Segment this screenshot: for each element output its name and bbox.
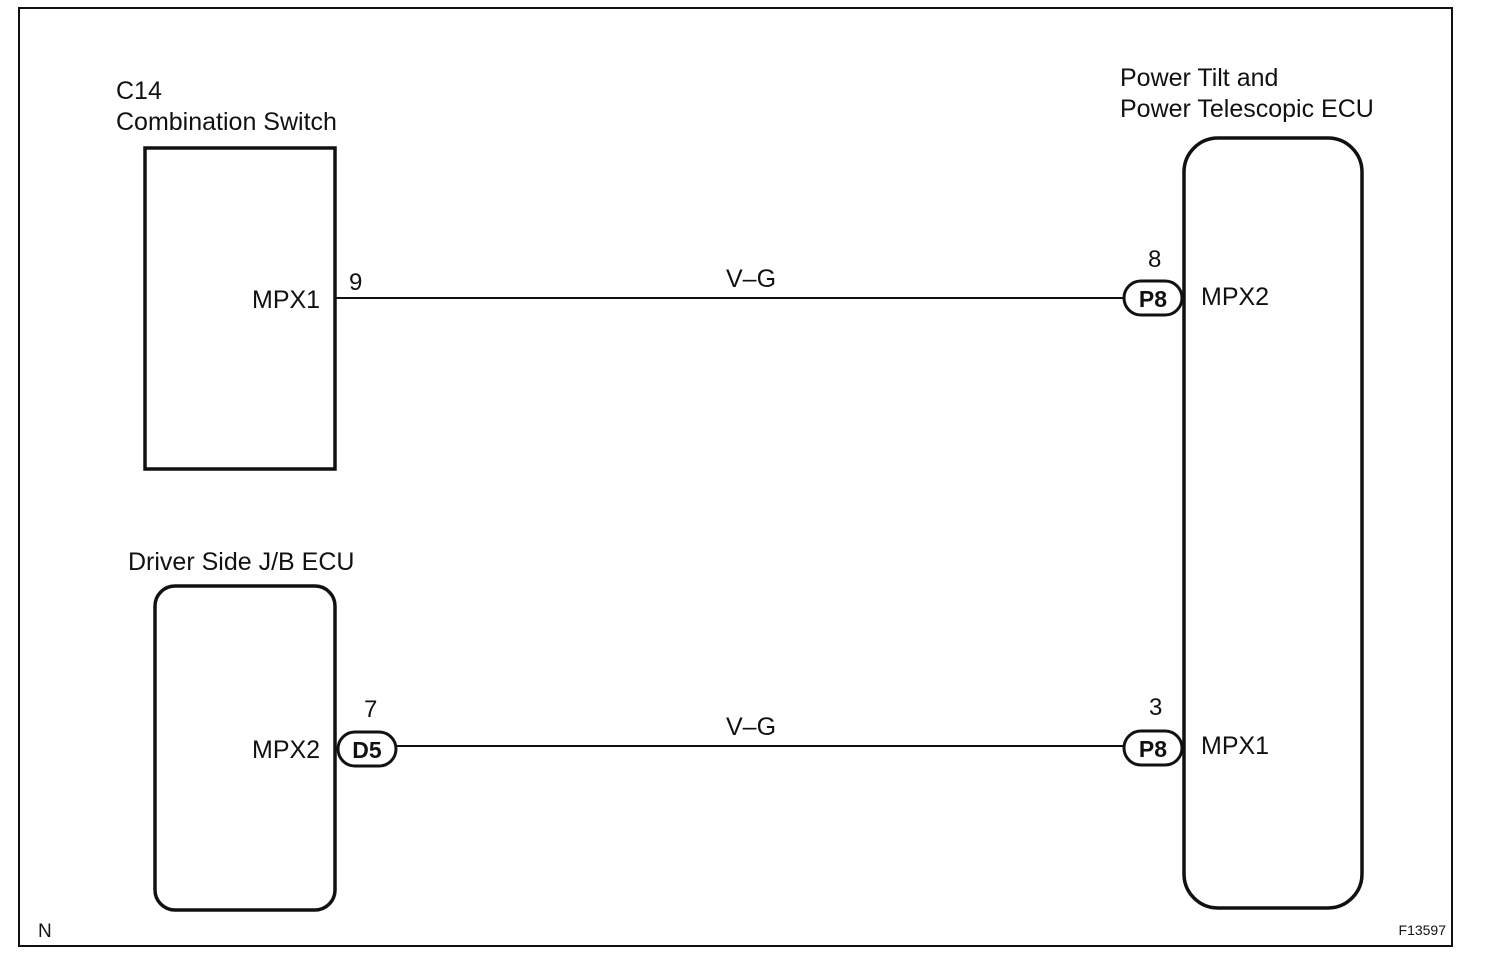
tilt-ecu-terminal-bottom: MPX1 [1201, 732, 1269, 760]
figure-code: F13597 [1399, 922, 1447, 938]
driver-jb-ecu-name: Driver Side J/B ECU [128, 548, 354, 576]
connector-p8-bottom [1122, 729, 1184, 767]
wire-top-color: V–G [726, 265, 776, 293]
diagram-frame [18, 7, 1453, 947]
tilt-ecu-pin-top: 8 [1148, 246, 1161, 273]
tilt-ecu-name-line1: Power Tilt and [1120, 64, 1278, 92]
driver-jb-ecu-pin: 7 [364, 696, 377, 723]
tilt-ecu-name-line2: Power Telescopic ECU [1120, 95, 1374, 123]
wire-bottom-color: V–G [726, 713, 776, 741]
driver-jb-ecu-box [153, 584, 337, 912]
driver-jb-ecu-terminal: MPX2 [252, 736, 320, 764]
tilt-ecu-terminal-top: MPX2 [1201, 283, 1269, 311]
tilt-ecu-pin-bottom: 3 [1149, 694, 1162, 721]
connector-p8-top-label: P8 [1139, 286, 1167, 312]
tilt-ecu-box [1182, 136, 1364, 910]
connector-d5-label: D5 [352, 737, 382, 763]
connector-p8-bottom-label: P8 [1139, 736, 1167, 762]
combination-switch-terminal: MPX1 [252, 286, 320, 314]
combination-switch-name: Combination Switch [116, 108, 337, 136]
connector-d5 [336, 730, 398, 768]
corner-label-n: N [38, 921, 52, 942]
combination-switch-pin: 9 [349, 269, 362, 296]
combination-switch-box [143, 146, 337, 471]
combination-switch-code: C14 [116, 77, 162, 105]
